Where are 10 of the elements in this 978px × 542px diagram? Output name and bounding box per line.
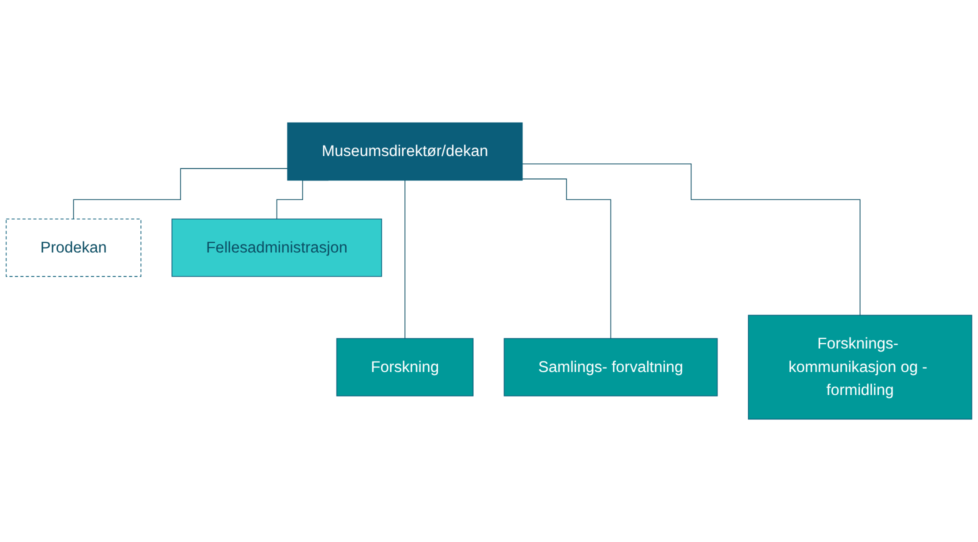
node-box: Fellesadministrasjon [172, 218, 382, 277]
connector [73, 168, 288, 220]
node-box: Samlings- forvaltning [504, 338, 718, 396]
node-box: Prodekan [6, 218, 142, 277]
connector [404, 180, 406, 339]
connector [522, 164, 860, 316]
node-box: Forsknings- kommunikasjon og - formidling [748, 314, 972, 420]
node-box: Forskning [336, 338, 474, 396]
node-box: Museumsdirektør/dekan [287, 122, 523, 181]
connector [522, 178, 612, 339]
